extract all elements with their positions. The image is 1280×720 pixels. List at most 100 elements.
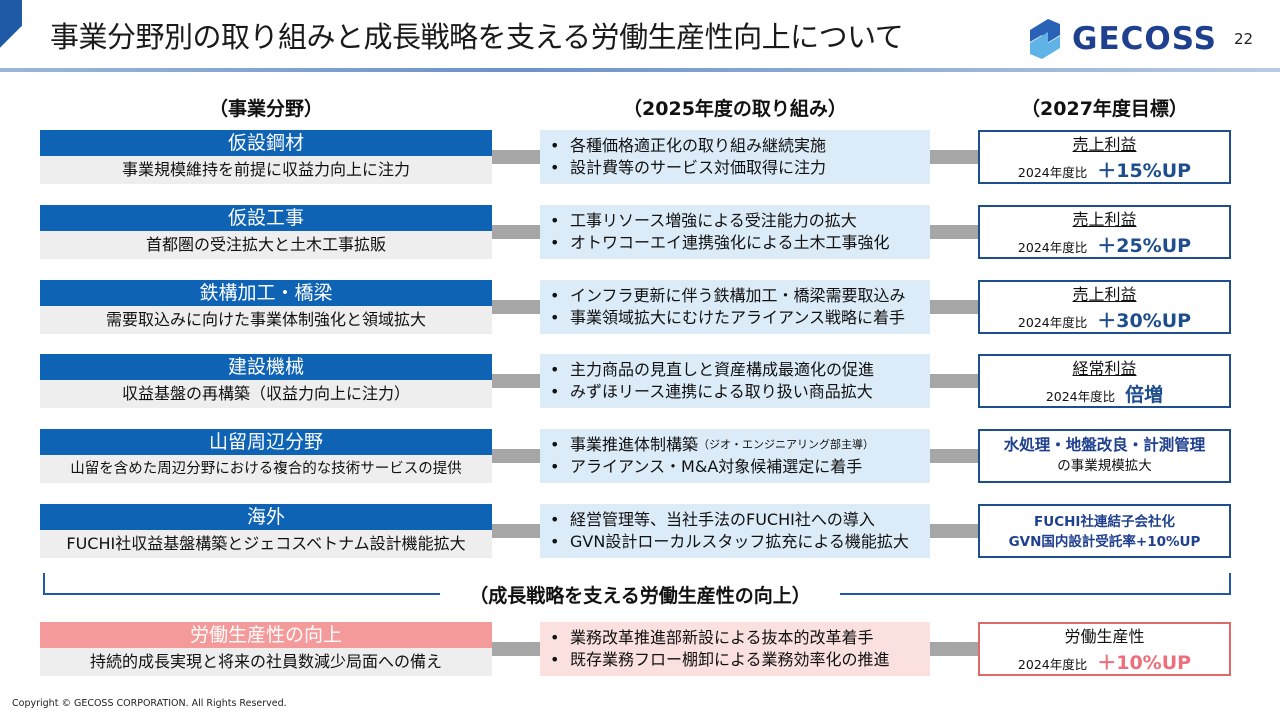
initiatives-box: •インフラ更新に伴う鉄構加工・橋梁需要取込み •事業領域拡大にむけたアライアンス… (540, 280, 930, 334)
bullet-item: •GVN設計ローカルスタッフ拡充による機能拡大 (550, 532, 909, 551)
bullet-item: •事業推進体制構築（ジオ・エンジニアリング部主導） (550, 435, 875, 454)
bullet-item: •各種価格適正化の取り組み継続実施 (550, 136, 827, 155)
connector-bar (930, 150, 978, 164)
initiatives-box: •主力商品の見直しと資産構成最適化の促進 •みずほリース連携による取り扱い商品拡… (540, 354, 930, 408)
target-line1: FUCHI社連結子会社化 (1034, 514, 1175, 530)
business-row-earth-retaining: 山留周辺分野 山留を含めた周辺分野における複合的な技術サービスの提供 •事業推進… (0, 429, 1280, 483)
target-box: 労働生産性 2024年度比 ＋10%UP (978, 622, 1231, 676)
field-name: 海外 (40, 504, 492, 530)
target-line1: 水処理・地盤改良・計測管理 (1003, 436, 1206, 454)
target-box: 経常利益 2024年度比 倍増 (978, 354, 1231, 408)
connector-bar (930, 524, 978, 538)
target-metric: 売上利益 (1072, 210, 1137, 229)
field-policy: 持続的成長実現と将来の社員数減少局面への備え (40, 648, 492, 676)
bullet-item: •主力商品の見直しと資産構成最適化の促進 (550, 360, 875, 379)
field-policy: 首都圏の受注拡大と土木工事拡販 (40, 231, 492, 259)
target-value: ＋30%UP (1097, 310, 1192, 332)
bullet-item: •経営管理等、当社手法のFUCHI社への導入 (550, 510, 875, 529)
connector-bar (492, 449, 540, 463)
field-box: 海外 FUCHI社収益基盤構築とジェコスベトナム設計機能拡大 (40, 504, 492, 558)
column-header-initiatives: （2025年度の取り組み） (623, 98, 847, 120)
field-box: 山留周辺分野 山留を含めた周辺分野における複合的な技術サービスの提供 (40, 429, 492, 483)
gecoss-logo: GECOSS (1022, 14, 1222, 64)
connector-bar (492, 374, 540, 388)
bullet-item: •インフラ更新に伴う鉄構加工・橋梁需要取込み (550, 286, 906, 305)
bullet-item: •既存業務フロー棚卸による業務効率化の推進 (550, 650, 890, 669)
target-metric: 労働生産性 (1064, 627, 1145, 646)
page-number: 22 (1234, 30, 1254, 48)
field-box: 建設機械 収益基盤の再構築（収益力向上に注力） (40, 354, 492, 408)
target-metric: 売上利益 (1072, 135, 1137, 154)
field-name: 建設機械 (40, 354, 492, 380)
initiatives-box: •経営管理等、当社手法のFUCHI社への導入 •GVN設計ローカルスタッフ拡充に… (540, 504, 930, 558)
title-accent-shape (0, 0, 22, 64)
target-value: 倍増 (1125, 384, 1164, 406)
bullet-item: •設計費等のサービス対価取得に注力 (550, 158, 827, 177)
target-value: ＋25%UP (1097, 235, 1192, 257)
business-row-construction: 仮設工事 首都圏の受注拡大と土木工事拡販 •工事リソース増強による受注能力の拡大… (0, 205, 1280, 259)
business-row-steel: 仮設鋼材 事業規模維持を前提に収益力向上に注力 •各種価格適正化の取り組み継続実… (0, 130, 1280, 184)
target-box: FUCHI社連結子会社化 GVN国内設計受託率+10%UP (978, 504, 1231, 558)
connector-bar (930, 642, 978, 656)
connector-bar (492, 150, 540, 164)
target-line2: GVN国内設計受託率+10%UP (1008, 534, 1201, 550)
initiatives-box: •各種価格適正化の取り組み継続実施 •設計費等のサービス対価取得に注力 (540, 130, 930, 184)
bullet-note: （ジオ・エンジニアリング部主導） (698, 438, 875, 451)
business-row-machinery: 建設機械 収益基盤の再構築（収益力向上に注力） •主力商品の見直しと資産構成最適… (0, 354, 1280, 408)
initiatives-box: •事業推進体制構築（ジオ・エンジニアリング部主導） •アライアンス・M&A対象候… (540, 429, 930, 483)
title-underline (0, 68, 1280, 72)
connector-bar (930, 374, 978, 388)
target-line2: の事業規模拡大 (1057, 458, 1152, 474)
connector-bar (930, 300, 978, 314)
field-box: 労働生産性の向上 持続的成長実現と将来の社員数減少局面への備え (40, 622, 492, 676)
field-name: 仮設鋼材 (40, 130, 492, 156)
field-name: 山留周辺分野 (40, 429, 492, 455)
gecoss-logo-icon (1030, 19, 1060, 59)
field-name: 労働生産性の向上 (40, 622, 492, 648)
growth-strategy-label: （成長戦略を支える労働生産性の向上） (440, 581, 840, 608)
bullet-item: •アライアンス・M&A対象候補選定に着手 (550, 457, 863, 476)
field-policy: 需要取込みに向けた事業体制強化と領域拡大 (40, 306, 492, 334)
target-box: 売上利益 2024年度比 ＋25%UP (978, 205, 1231, 259)
page-title: 事業分野別の取り組みと成長戦略を支える労働生産性向上について (50, 20, 904, 54)
connector-bar (930, 449, 978, 463)
productivity-row: 労働生産性の向上 持続的成長実現と将来の社員数減少局面への備え •業務改革推進部… (0, 622, 1280, 676)
target-base: 2024年度比 (1017, 240, 1088, 255)
target-value: ＋10%UP (1097, 652, 1192, 674)
bullet-item: •工事リソース増強による受注能力の拡大 (550, 211, 857, 230)
header: 事業分野別の取り組みと成長戦略を支える労働生産性向上について GECOSS 22 (0, 0, 1280, 80)
field-name: 仮設工事 (40, 205, 492, 231)
field-name: 鉄構加工・橋梁 (40, 280, 492, 306)
field-policy: FUCHI社収益基盤構築とジェコスベトナム設計機能拡大 (40, 530, 492, 558)
connector-bar (492, 225, 540, 239)
target-base: 2024年度比 (1017, 657, 1088, 672)
bullet-item: •みずほリース連携による取り扱い商品拡大 (550, 382, 873, 401)
logo-text: GECOSS (1072, 21, 1217, 57)
business-row-overseas: 海外 FUCHI社収益基盤構築とジェコスベトナム設計機能拡大 •経営管理等、当社… (0, 504, 1280, 558)
connector-bar (930, 225, 978, 239)
field-policy: 収益基盤の再構築（収益力向上に注力） (40, 380, 492, 408)
initiatives-box: •業務改革推進部新設による抜本的改革着手 •既存業務フロー棚卸による業務効率化の… (540, 622, 930, 676)
connector-bar (492, 524, 540, 538)
target-box: 水処理・地盤改良・計測管理 の事業規模拡大 (978, 429, 1231, 483)
bullet-item: •事業領域拡大にむけたアライアンス戦略に着手 (550, 308, 906, 327)
field-box: 仮設工事 首都圏の受注拡大と土木工事拡販 (40, 205, 492, 259)
bullet-item: •業務改革推進部新設による抜本的改革着手 (550, 628, 874, 647)
target-box: 売上利益 2024年度比 ＋30%UP (978, 280, 1231, 334)
target-base: 2024年度比 (1017, 315, 1088, 330)
business-row-steelwork-bridge: 鉄構加工・橋梁 需要取込みに向けた事業体制強化と領域拡大 •インフラ更新に伴う鉄… (0, 280, 1280, 334)
bullet-item: •オトワコーエイ連携強化による土木工事強化 (550, 233, 890, 252)
target-box: 売上利益 2024年度比 ＋15%UP (978, 130, 1231, 184)
target-metric: 経常利益 (1072, 359, 1137, 378)
field-policy: 山留を含めた周辺分野における複合的な技術サービスの提供 (40, 455, 492, 483)
field-policy: 事業規模維持を前提に収益力向上に注力 (40, 156, 492, 184)
target-base: 2024年度比 (1017, 165, 1088, 180)
target-base: 2024年度比 (1045, 389, 1116, 404)
connector-bar (492, 642, 540, 656)
column-header-field: （事業分野） (208, 98, 323, 120)
copyright: Copyright © GECOSS CORPORATION. All Righ… (12, 698, 287, 709)
field-box: 鉄構加工・橋梁 需要取込みに向けた事業体制強化と領域拡大 (40, 280, 492, 334)
field-box: 仮設鋼材 事業規模維持を前提に収益力向上に注力 (40, 130, 492, 184)
initiatives-box: •工事リソース増強による受注能力の拡大 •オトワコーエイ連携強化による土木工事強… (540, 205, 930, 259)
column-header-targets: （2027年度目標） (1021, 98, 1188, 120)
